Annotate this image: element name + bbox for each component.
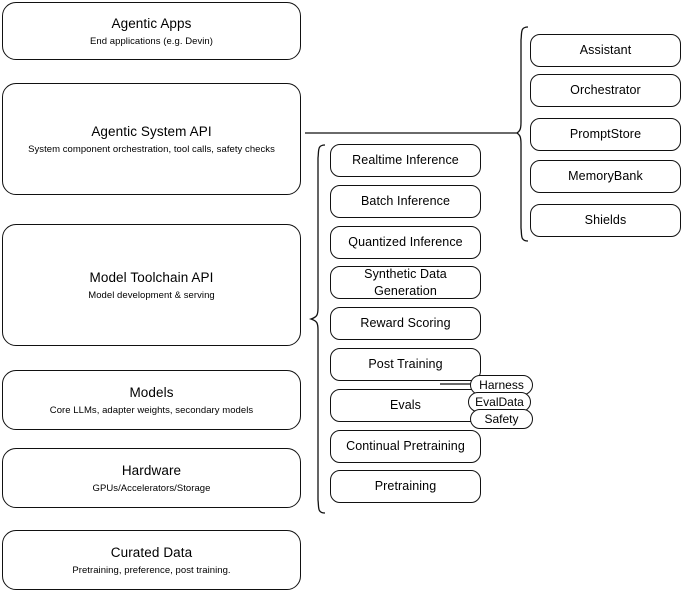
layer-box-hardware[interactable]: Hardware GPUs/Accelerators/Storage [2,448,301,508]
capability-label: Evals [389,398,422,412]
layer-subtitle: Model development & serving [88,289,215,301]
evals-tag-label: EvalData [475,395,524,409]
layer-title: Model Toolchain API [89,269,214,285]
component-label: Orchestrator [570,83,641,97]
brace-toolchain-capabilities [308,144,326,514]
layer-subtitle: Pretraining, preference, post training. [72,564,231,576]
capability-box-realtime-inference[interactable]: Realtime Inference [330,144,481,177]
evals-tag-evaldata[interactable]: EvalData [468,392,531,412]
component-box-orchestrator[interactable]: Orchestrator [530,74,681,107]
layer-title: Agentic System API [91,123,212,139]
layer-box-agentic-system-api[interactable]: Agentic System API System component orch… [2,83,301,195]
layer-subtitle: System component orchestration, tool cal… [28,143,275,155]
capability-label: Batch Inference [360,194,451,208]
component-box-memorybank[interactable]: MemoryBank [530,160,681,193]
capability-box-reward-scoring[interactable]: Reward Scoring [330,307,481,340]
layer-subtitle: Core LLMs, adapter weights, secondary mo… [49,404,254,416]
evals-tag-label: Safety [484,412,519,426]
layer-title: Agentic Apps [111,15,192,31]
layer-box-agentic-apps[interactable]: Agentic Apps End applications (e.g. Devi… [2,2,301,60]
layer-box-models[interactable]: Models Core LLMs, adapter weights, secon… [2,370,301,430]
brace-system-components [515,26,529,242]
evals-tag-label: Harness [479,378,524,392]
capability-box-post-training[interactable]: Post Training [330,348,481,381]
layer-box-model-toolchain-api[interactable]: Model Toolchain API Model development & … [2,224,301,346]
capability-box-evals[interactable]: Evals [330,389,481,422]
evals-tag-harness[interactable]: Harness [470,375,533,395]
layer-title: Curated Data [110,544,193,560]
component-label: PromptStore [569,127,642,141]
component-box-promptstore[interactable]: PromptStore [530,118,681,151]
component-box-shields[interactable]: Shields [530,204,681,237]
capability-label: Realtime Inference [352,153,459,167]
capability-label: Reward Scoring [360,316,451,330]
capability-label: Pretraining [374,479,437,493]
component-box-assistant[interactable]: Assistant [530,34,681,67]
capability-box-continual-pretraining[interactable]: Continual Pretraining [330,430,481,463]
capability-label: Quantized Inference [348,235,463,249]
capability-box-quantized-inference[interactable]: Quantized Inference [330,226,481,259]
capability-label: Synthetic Data Generation [364,266,447,298]
capability-label: Post Training [368,357,443,371]
capability-label: Continual Pretraining [346,439,465,453]
layer-title: Models [129,384,174,400]
layer-box-curated-data[interactable]: Curated Data Pretraining, preference, po… [2,530,301,590]
capability-box-batch-inference[interactable]: Batch Inference [330,185,481,218]
evals-tag-safety[interactable]: Safety [470,409,533,429]
layer-subtitle: GPUs/Accelerators/Storage [92,482,211,494]
component-label: Assistant [579,43,632,57]
capability-box-synthetic-data-generation[interactable]: Synthetic Data Generation [330,266,481,299]
layer-title: Hardware [121,462,182,478]
component-label: MemoryBank [568,169,643,183]
component-label: Shields [584,213,627,227]
layer-subtitle: End applications (e.g. Devin) [90,35,213,47]
capability-box-pretraining[interactable]: Pretraining [330,470,481,503]
